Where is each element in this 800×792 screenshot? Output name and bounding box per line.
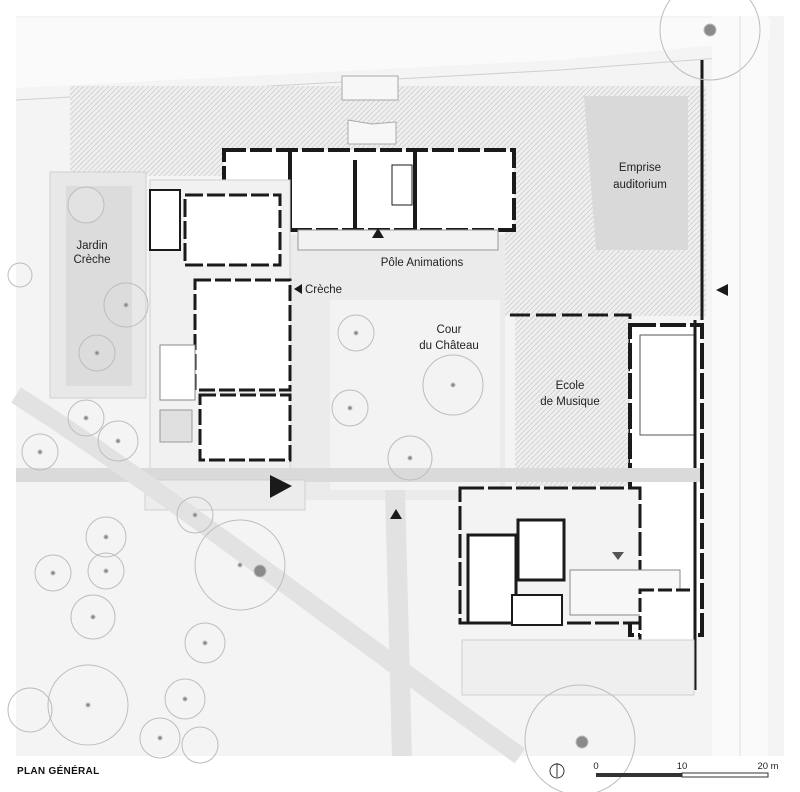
- top-street: [16, 18, 770, 88]
- parking: [461, 639, 695, 696]
- creche-entrance-arrow-icon: [294, 284, 302, 294]
- emprise-label-1: Emprise: [619, 162, 661, 174]
- central-path: [385, 490, 412, 756]
- pole-animations-label: Pôle Animations: [381, 257, 464, 269]
- entrance-arrow-icon: [390, 509, 402, 519]
- entrance-arrow-icon: [612, 552, 624, 560]
- ecole-label-2: de Musique: [540, 396, 599, 408]
- scale-tick-20: 20 m: [757, 761, 778, 772]
- music-court-paving: [515, 316, 630, 486]
- cour-label-2: du Château: [419, 340, 478, 352]
- creche-label: Crèche: [305, 284, 342, 296]
- entrance-arrow-icon: [716, 284, 728, 296]
- entrance-arrow-icon: [270, 475, 292, 498]
- ecole-de-musique: [458, 60, 704, 690]
- emprise-label-2: auditorium: [613, 179, 667, 191]
- scale-tick-10: 10: [677, 761, 688, 772]
- entrance-arrow-icon: [372, 228, 384, 238]
- north-arrow-icon: [549, 763, 565, 779]
- scale-tick-0: 0: [593, 761, 598, 772]
- auditorium-zone: [584, 96, 688, 250]
- trees: [7, 0, 761, 792]
- jardin-creche-label-2: Crèche: [73, 254, 110, 266]
- cour-label-1: Cour: [437, 324, 462, 336]
- jardin-creche-label-1: Jardin: [76, 240, 107, 252]
- plan-caption: PLAN GÉNÉRAL: [17, 766, 100, 777]
- diagonal-path: [11, 387, 526, 764]
- ecole-label-1: Ecole: [556, 380, 585, 392]
- scale-bar: 0 10 20 m: [593, 761, 779, 778]
- creche-wing: [149, 179, 292, 471]
